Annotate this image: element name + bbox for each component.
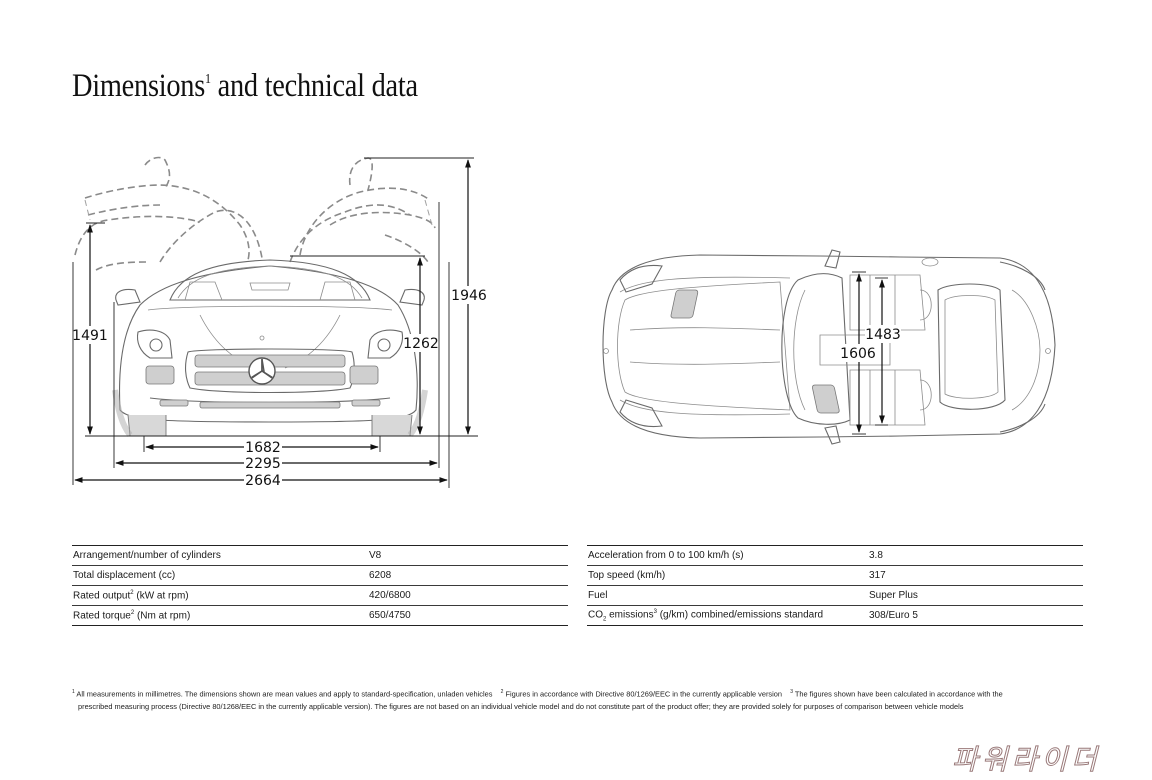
left-front-wheel (127, 414, 167, 437)
row-label: Total displacement (cc) (73, 570, 176, 581)
dim-width-doors-open: 2664 (245, 473, 281, 489)
page-title: Dimensions1 and technical data (72, 68, 418, 105)
footnote-line-1: 1 All measurements in millimetres. The d… (72, 689, 1003, 699)
row-value: 420/6800 (369, 590, 411, 601)
front-grille (185, 348, 355, 394)
row-label: CO2 emissions3 (g/km) combined/emissions… (588, 608, 824, 623)
row-value: 6208 (369, 570, 392, 581)
table-row: Fuel Super Plus (587, 585, 1083, 605)
tech-data-table-left: Arrangement/number of cylinders V8 Total… (72, 545, 568, 626)
row-value: 308/Euro 5 (869, 610, 918, 621)
title-text: Dimensions (72, 68, 206, 104)
row-value: 3.8 (869, 550, 883, 561)
top-view-dimensions: 1606 1483 (840, 271, 901, 435)
left-mirror (115, 288, 141, 306)
front-view-car (74, 156, 436, 437)
title-text-rest: and technical data (210, 68, 418, 104)
row-label: Top speed (km/h) (588, 570, 666, 581)
top-view-car (602, 249, 1056, 445)
dim-height-1491: 1491 (72, 328, 108, 344)
right-hood-vent (811, 384, 840, 414)
table-row: Total displacement (cc) 6208 (72, 565, 568, 585)
front-dimensions: 1946 1491 1262 1682 2295 2664 (72, 157, 487, 489)
table-row: Rated torque2 (Nm at rpm) 650/4750 (72, 605, 568, 625)
watermark: 파워라이더 (952, 743, 1101, 777)
dim-track-width: 1682 (245, 440, 281, 456)
table-row: Acceleration from 0 to 100 km/h (s) 3.8 (587, 545, 1083, 565)
row-label: Arrangement/number of cylinders (73, 550, 221, 561)
right-front-wheel (371, 414, 413, 437)
footnote-line-2: prescribed measuring process (Directive … (78, 701, 964, 711)
row-value: V8 (369, 550, 382, 561)
right-headlight (367, 329, 404, 359)
dim-door-open-height: 1946 (451, 288, 487, 304)
dim-width-mirrors: 2295 (245, 456, 281, 472)
left-hood-vent (670, 289, 699, 319)
row-value: 317 (869, 570, 886, 581)
table-row: CO2 emissions3 (g/km) combined/emissions… (587, 605, 1083, 625)
row-value: 650/4750 (369, 610, 411, 621)
dim-top-width-outer: 1606 (840, 346, 876, 362)
table-row: Rated output2 (kW at rpm) 420/6800 (72, 585, 568, 605)
dim-top-width-inner: 1483 (865, 327, 901, 343)
row-label: Rated output2 (kW at rpm) (73, 589, 189, 602)
table-row: Top speed (km/h) 317 (587, 565, 1083, 585)
left-headlight (136, 329, 173, 359)
dim-vehicle-height: 1262 (403, 336, 439, 352)
table-bottom-rule (72, 625, 568, 626)
row-label: Rated torque2 (Nm at rpm) (73, 609, 191, 622)
title-footnote-mark: 1 (205, 72, 211, 87)
right-mirror (399, 288, 425, 306)
row-label: Acceleration from 0 to 100 km/h (s) (588, 550, 744, 561)
left-door-open-outline (159, 209, 263, 263)
right-door-open-outline (289, 204, 411, 263)
row-value: Super Plus (869, 590, 918, 601)
row-label: Fuel (588, 590, 608, 601)
footnotes: 1 All measurements in millimetres. The d… (72, 686, 1072, 713)
tech-data-table-right: Acceleration from 0 to 100 km/h (s) 3.8 … (587, 545, 1083, 626)
table-row: Arrangement/number of cylinders V8 (72, 545, 568, 565)
table-bottom-rule (587, 625, 1083, 626)
